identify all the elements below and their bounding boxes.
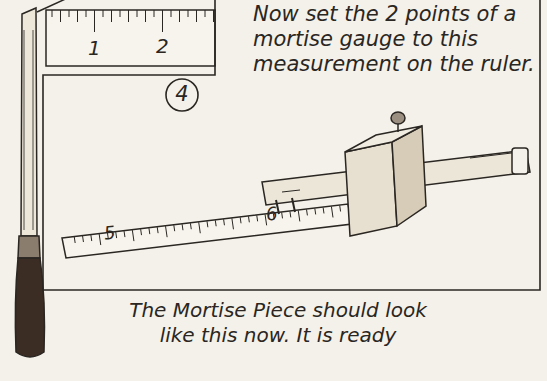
chisel-blade — [21, 8, 37, 236]
tick — [148, 228, 150, 234]
instruction-text: Now set the 2 points of a mortise gauge … — [253, 2, 538, 78]
tick — [124, 231, 126, 237]
gauge-end — [512, 148, 528, 174]
tick — [99, 234, 101, 245]
tick — [331, 206, 333, 217]
ruler-ticks — [52, 10, 214, 32]
callout-number: 4 — [165, 82, 199, 107]
tick — [232, 218, 234, 229]
gauge-pins — [276, 198, 295, 214]
mortise-gauge — [262, 112, 530, 236]
ruler-ticks — [74, 205, 340, 245]
chisel-handle — [15, 258, 44, 357]
tick — [166, 226, 168, 237]
tick — [223, 219, 225, 225]
tick — [86, 10, 87, 17]
tick — [111, 10, 112, 22]
tick — [82, 236, 84, 242]
tick — [103, 10, 104, 17]
tick — [69, 10, 70, 17]
chisel-ferrule — [18, 236, 40, 258]
thumbscrew — [391, 112, 405, 124]
tick — [94, 10, 95, 32]
tick — [339, 205, 341, 211]
tick — [120, 10, 121, 17]
callout-circle — [166, 79, 198, 111]
tick — [179, 10, 180, 22]
tick — [215, 220, 217, 226]
tick — [323, 207, 325, 213]
tick — [173, 225, 175, 231]
tick — [298, 210, 300, 221]
tick — [128, 10, 129, 22]
ruler-number: 5 — [103, 221, 117, 245]
step-number: 4 — [165, 78, 199, 112]
panel-border — [43, 0, 540, 290]
tick — [289, 211, 291, 217]
tick — [256, 215, 258, 221]
tick — [90, 235, 92, 241]
tick — [205, 10, 206, 17]
ruler — [46, 10, 215, 66]
chisel-bevel — [24, 30, 33, 230]
ruler-number: 2 — [156, 34, 169, 59]
tick — [52, 10, 53, 17]
tick — [182, 224, 184, 230]
tick — [77, 10, 78, 22]
tick — [240, 217, 242, 223]
tick — [74, 237, 76, 243]
gauge-stock-top — [345, 126, 422, 152]
ruler — [62, 204, 352, 258]
tick — [132, 230, 134, 241]
tick — [281, 212, 283, 218]
tick — [154, 10, 155, 17]
tick — [314, 208, 316, 214]
tick — [213, 10, 214, 22]
tick — [248, 216, 250, 222]
gauge-stock-side — [392, 126, 426, 226]
gauge-hatch — [282, 190, 300, 192]
tick — [188, 10, 189, 17]
tick — [140, 229, 142, 235]
tick — [190, 223, 192, 229]
tick — [207, 221, 209, 227]
tick — [137, 10, 138, 17]
gauge-stock — [345, 142, 397, 236]
ruler-number: 1 — [88, 36, 101, 61]
body-text: The Mortise Piece should look like this … — [118, 298, 438, 348]
tick — [60, 10, 61, 22]
tick — [196, 10, 197, 22]
tick — [157, 227, 159, 233]
tick — [171, 10, 172, 17]
tick — [199, 222, 201, 233]
tick — [306, 209, 308, 215]
step-panel: Now set the 2 points of a mortise gauge … — [43, 0, 540, 290]
tick — [145, 10, 146, 22]
tick — [162, 10, 163, 32]
